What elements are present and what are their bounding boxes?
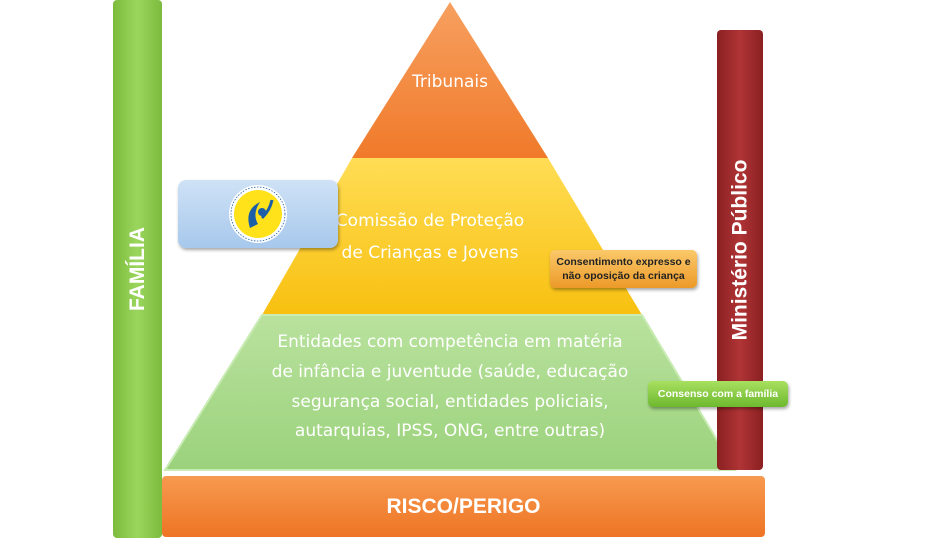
tier-middle-line: Comissão de Proteção: [335, 211, 525, 231]
consent-note: Consentimento expresso e não oposição da…: [550, 250, 697, 288]
cpcj-logo-badge: [178, 180, 338, 248]
consensus-note-label: Consenso com a família: [657, 387, 779, 400]
tier-middle-label: Comissão de Proteção de Crianças e Joven…: [320, 205, 540, 270]
tier-bottom-line: de infância e juventude (saúde, educação: [271, 361, 629, 382]
consent-note-line: não oposição da criança: [562, 270, 685, 282]
tier-top-label: Tribunais: [412, 72, 488, 92]
familia-bar: FAMÍLIA: [113, 0, 162, 538]
consensus-note: Consenso com a família: [648, 381, 788, 407]
tier-bottom-line: autarquias, IPSS, ONG, entre outras): [294, 421, 606, 442]
tier-bottom-line: segurança social, entidades policiais,: [291, 391, 609, 412]
risco-perigo-label: RISCO/PERIGO: [386, 494, 541, 518]
pyramid-tier-bottom: [163, 314, 737, 471]
ministerio-publico-label: Ministério Público: [728, 159, 752, 341]
tier-bottom-label: Entidades com competência em matéria de …: [240, 328, 660, 447]
cpcj-logo-icon: [229, 185, 287, 243]
consent-note-line: Consentimento expresso e: [556, 255, 691, 268]
tier-middle-line: de Crianças e Jovens: [341, 243, 519, 264]
risco-perigo-bar: RISCO/PERIGO: [162, 476, 765, 537]
pyramid-tier-middle: [262, 158, 642, 315]
tier-bottom-line: Entidades com competência em matéria: [277, 332, 623, 352]
pyramid-tier-top: [352, 2, 548, 158]
